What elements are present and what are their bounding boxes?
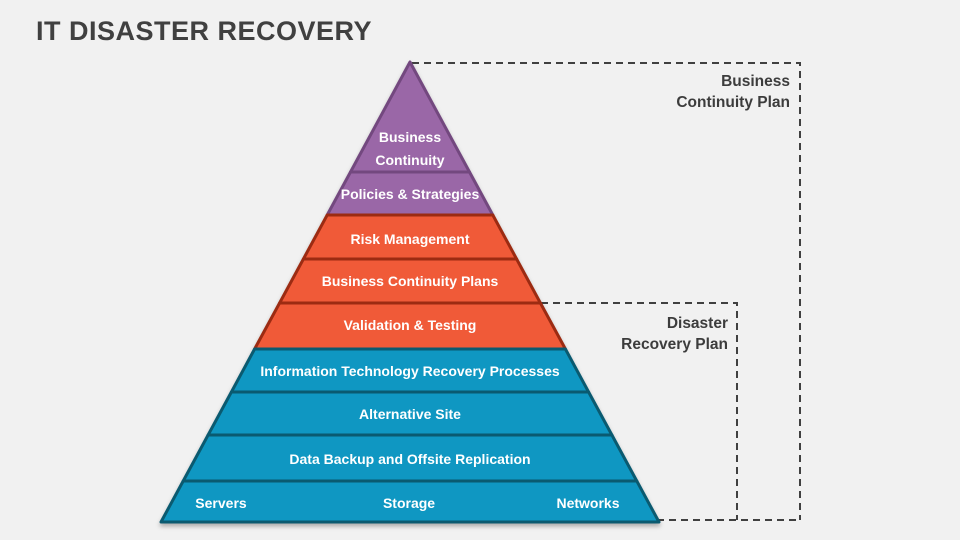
layer-label-storage: Storage — [383, 495, 435, 511]
page-title: IT DISASTER RECOVERY — [36, 16, 373, 46]
pyramid — [159, 60, 661, 524]
layer-label-business-continuity-line1: Business — [379, 129, 441, 145]
layer-label-networks: Networks — [556, 495, 619, 511]
business-continuity-plan-bracket-line — [412, 62, 801, 521]
layer-label-risk-management: Risk Management — [350, 231, 469, 247]
layer-label-business-continuity-line2: Continuity — [375, 152, 444, 168]
layer-label-data-backup-offsite-replication: Data Backup and Offsite Replication — [289, 451, 530, 467]
layer-label-validation-testing: Validation & Testing — [344, 317, 477, 333]
layer-label-business-continuity-plans: Business Continuity Plans — [322, 273, 499, 289]
layer-infrastructure — [159, 479, 661, 524]
business-continuity-plan-label-line1: Business — [721, 73, 790, 90]
layer-label-policies-strategies: Policies & Strategies — [341, 186, 480, 202]
layer-label-servers: Servers — [195, 495, 247, 511]
layer-label-it-recovery-processes: Information Technology Recovery Processe… — [260, 363, 559, 379]
disaster-recovery-plan-label-line1: Disaster — [667, 315, 728, 332]
disaster-recovery-plan-bracket-line — [541, 302, 738, 520]
business-continuity-plan-label-line2: Continuity Plan — [676, 94, 790, 111]
disaster-recovery-plan-label-line2: Recovery Plan — [621, 336, 728, 353]
layer-label-alternative-site: Alternative Site — [359, 406, 461, 422]
